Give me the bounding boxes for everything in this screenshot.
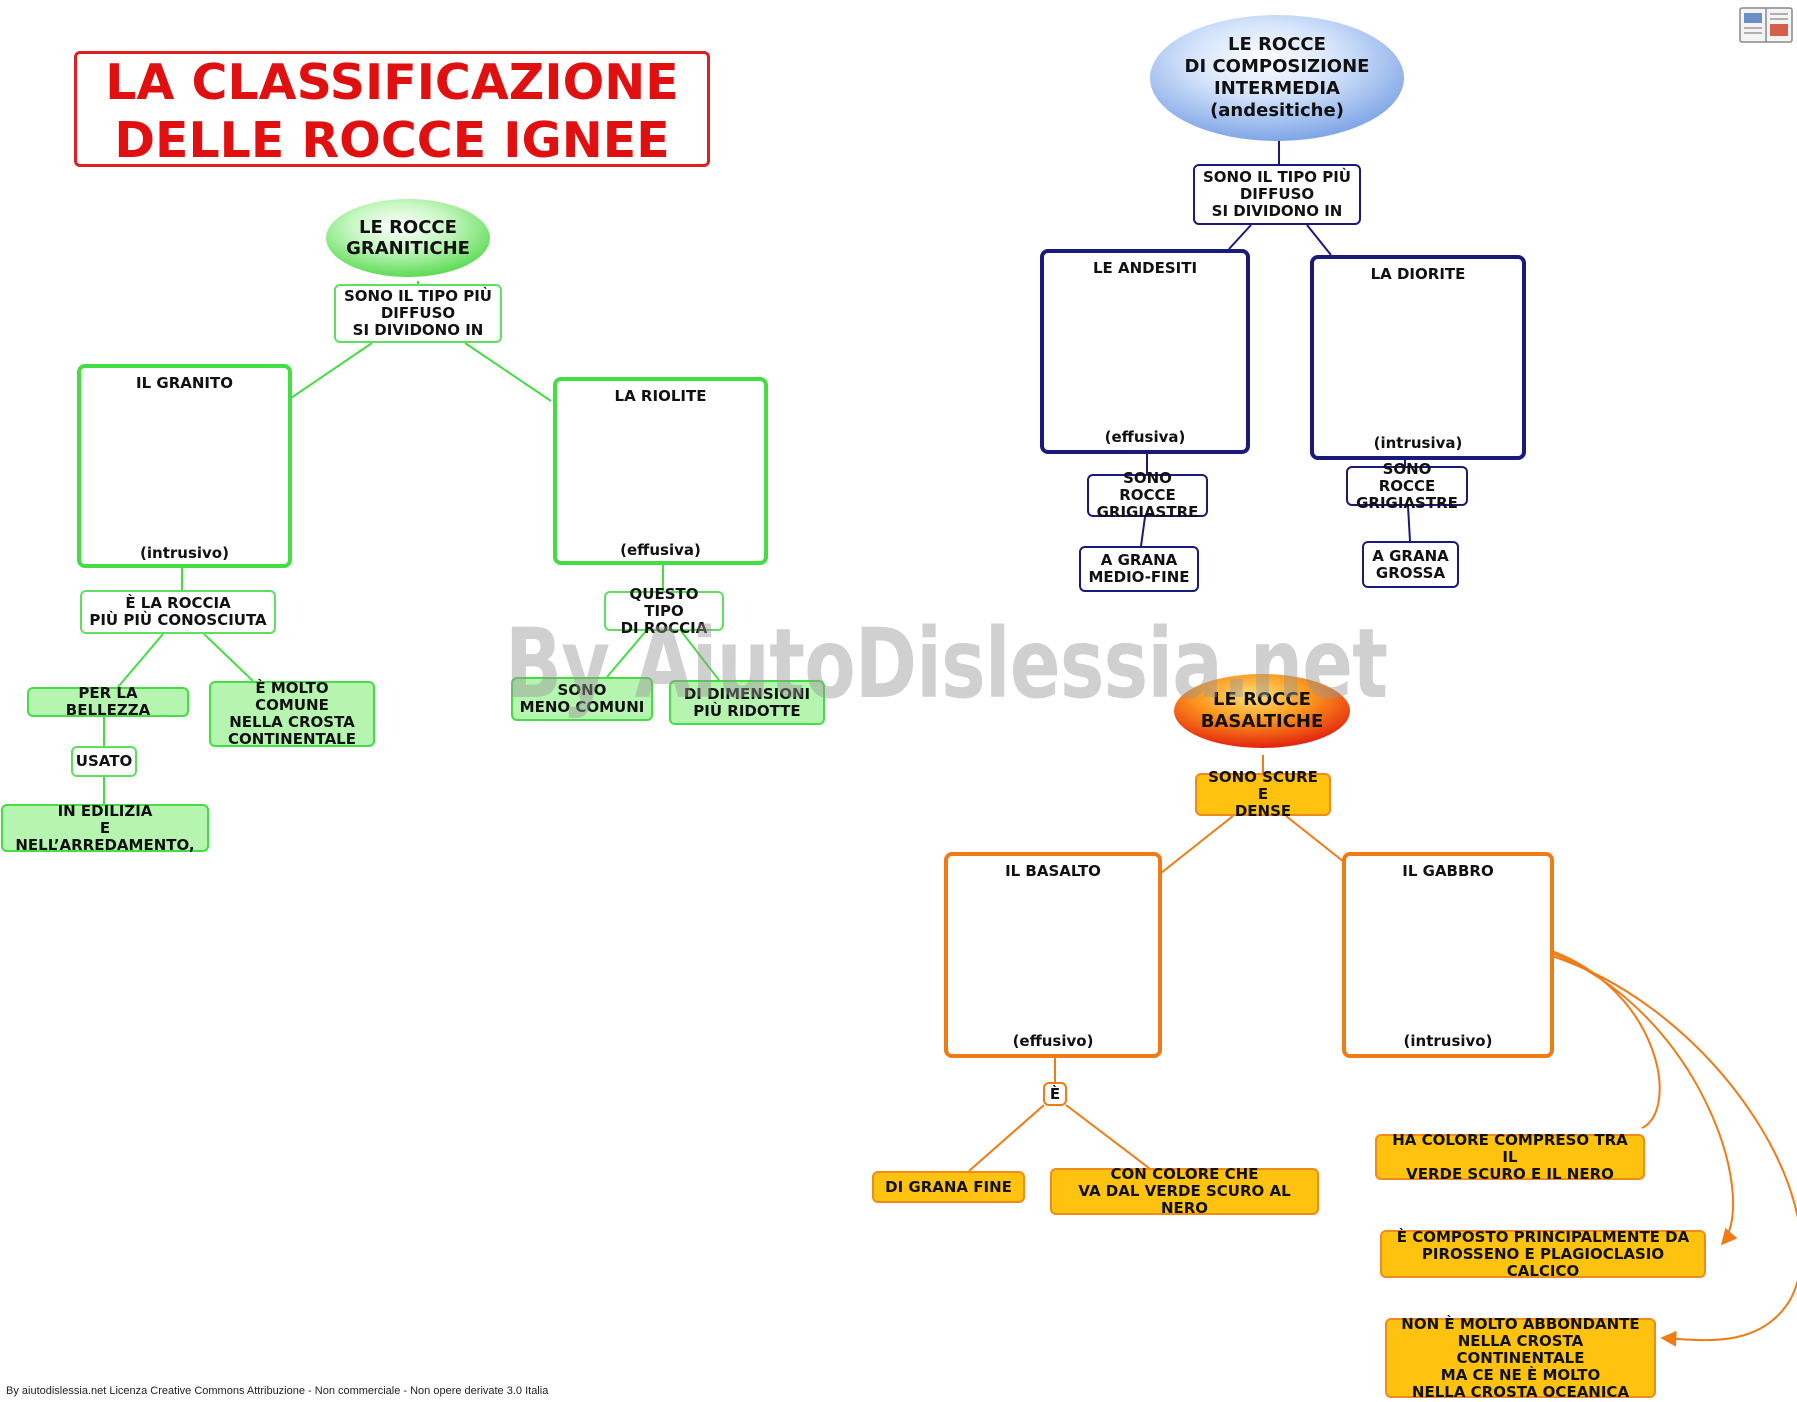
card-diorite-title: LA DIORITE — [1370, 265, 1466, 283]
fact-gabbro-crosta-oceanica[interactable]: NON È MOLTO ABBONDANTE NELLA CROSTA CONT… — [1385, 1315, 1656, 1400]
card-gabbro-type: (intrusivo) — [1403, 1032, 1493, 1050]
card-gabbro-title: IL GABBRO — [1402, 862, 1494, 880]
fact-riolite-meno-comuni[interactable]: SONO MENO COMUNI — [511, 677, 653, 721]
card-riolite-title: LA RIOLITE — [614, 387, 707, 405]
head-rocce-basaltiche[interactable]: LE ROCCE BASALTICHE — [1200, 689, 1324, 732]
card-andesiti[interactable]: LE ANDESITI (effusiva) — [1040, 249, 1250, 454]
card-diorite[interactable]: LA DIORITE (intrusiva) — [1310, 255, 1526, 460]
fact-granito-bellezza[interactable]: PER LA BELLEZZA — [27, 685, 189, 719]
fact-gabbro-composizione[interactable]: È COMPOSTO PRINCIPALMENTE DA PIROSSENO E… — [1380, 1228, 1706, 1279]
fact-andesiti-grana[interactable]: A GRANA MEDIO-FINE — [1079, 546, 1199, 592]
link-basalto-e[interactable]: È — [1043, 1082, 1067, 1106]
card-andesiti-title: LE ANDESITI — [1092, 259, 1198, 277]
fact-diorite-grana[interactable]: A GRANA GROSSA — [1362, 541, 1459, 588]
license-footer: By aiutodislessia.net Licenza Creative C… — [6, 1385, 549, 1397]
link-basaltiche-scure-dense[interactable]: SONO SCURE E DENSE — [1195, 769, 1331, 820]
card-gabbro[interactable]: IL GABBRO (intrusivo) — [1342, 852, 1554, 1058]
card-riolite[interactable]: LA RIOLITE (effusiva) — [553, 377, 768, 565]
card-granito-title: IL GRANITO — [136, 374, 233, 392]
fact-diorite-grigiastre[interactable]: SONO ROCCE GRIGIASTRE — [1346, 460, 1468, 511]
card-basalto[interactable]: IL BASALTO (effusivo) — [944, 852, 1162, 1058]
fact-granito-edilizia[interactable]: IN EDILIZIA E NELL’ARREDAMENTO, — [1, 802, 209, 853]
card-andesiti-type: (effusiva) — [1104, 428, 1186, 446]
fact-granito-usato[interactable]: USATO — [71, 746, 137, 777]
head-rocce-granitiche[interactable]: LE ROCCE GRANITICHE — [346, 217, 470, 259]
card-basalto-type: (effusivo) — [1012, 1032, 1094, 1050]
card-granito-type: (intrusivo) — [140, 544, 229, 562]
link-intermedia-sono-il-tipo[interactable]: SONO IL TIPO PIÙ DIFFUSO SI DIVIDONO IN — [1193, 164, 1361, 225]
fact-riolite-dimensioni[interactable]: DI DIMENSIONI PIÙ RIDOTTE — [669, 680, 825, 725]
card-riolite-type: (effusiva) — [620, 541, 701, 559]
fact-granito-roccia-conosciuta[interactable]: È LA ROCCIA PIÙ PIÙ CONOSCIUTA — [80, 590, 276, 634]
fact-riolite-questo-tipo[interactable]: QUESTO TIPO DI ROCCIA — [604, 585, 724, 636]
fact-gabbro-colore[interactable]: HA COLORE COMPRESO TRA IL VERDE SCURO E … — [1375, 1131, 1645, 1182]
fact-basalto-colore[interactable]: CON COLORE CHE VA DAL VERDE SCURO AL NER… — [1050, 1166, 1319, 1217]
link-granitiche-sono-il-tipo[interactable]: SONO IL TIPO PIÙ DIFFUSO SI DIVIDONO IN — [334, 284, 502, 343]
fact-granito-molto-comune[interactable]: È MOLTO COMUNE NELLA CROSTA CONTINENTALE — [209, 680, 375, 748]
card-granito[interactable]: IL GRANITO (intrusivo) — [77, 364, 292, 568]
page-title: LA CLASSIFICAZIONE DELLE ROCCE IGNEE — [74, 51, 710, 169]
card-diorite-type: (intrusiva) — [1373, 434, 1463, 452]
fact-basalto-grana-fine[interactable]: DI GRANA FINE — [872, 1171, 1025, 1203]
book-icon[interactable] — [1738, 4, 1794, 46]
fact-andesiti-grigiastre[interactable]: SONO ROCCE GRIGIASTRE — [1087, 470, 1208, 521]
head-rocce-intermedia[interactable]: LE ROCCE DI COMPOSIZIONE INTERMEDIA (and… — [1184, 34, 1370, 121]
card-basalto-title: IL BASALTO — [1005, 862, 1101, 880]
